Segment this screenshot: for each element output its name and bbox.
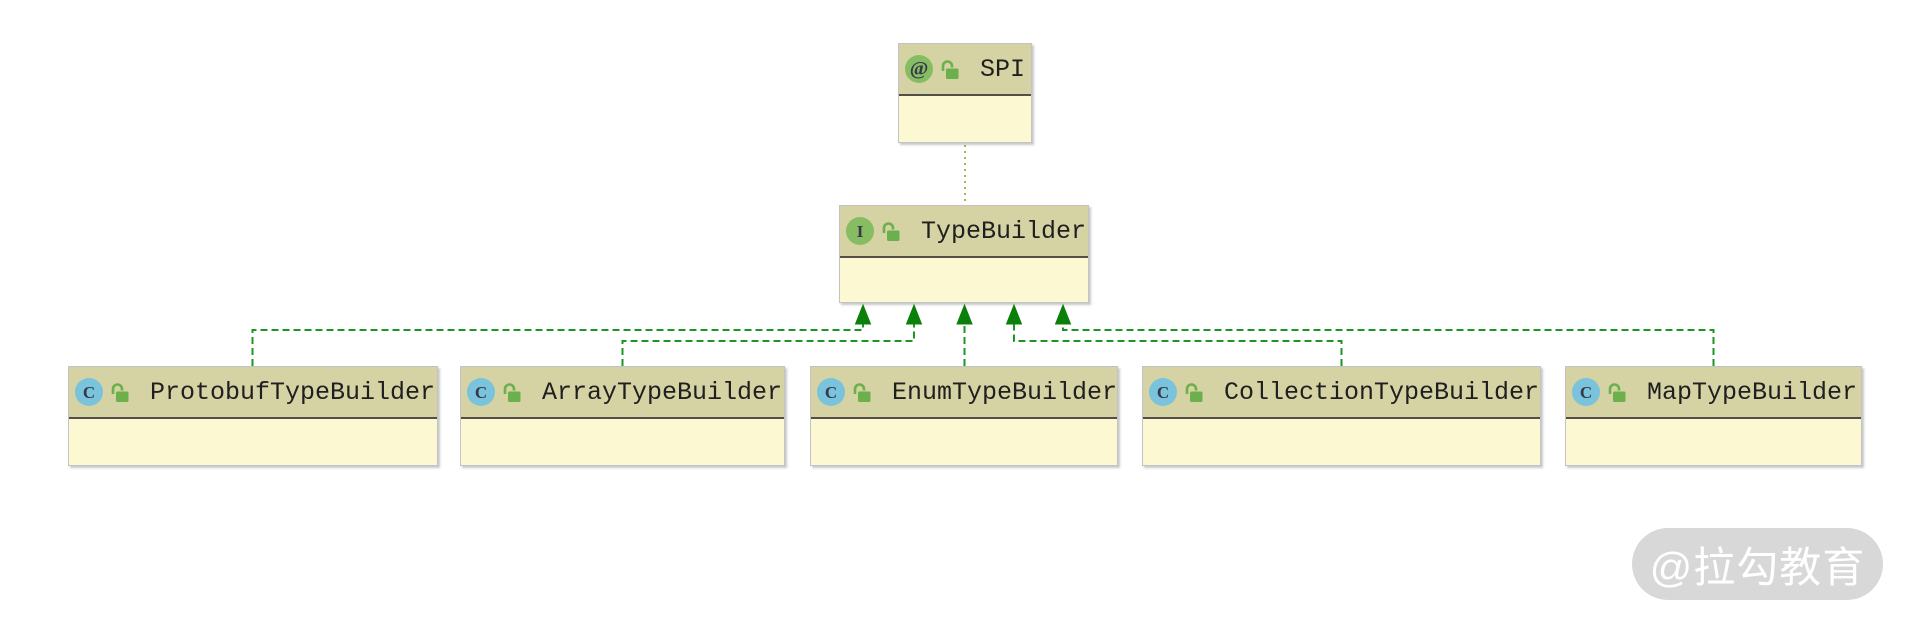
node-title: TypeBuilder [921, 216, 1087, 246]
node-title: EnumTypeBuilder [892, 377, 1118, 407]
class-icon: C [817, 378, 845, 406]
interface-icon: I [846, 217, 874, 245]
arrowhead-icon [854, 303, 872, 325]
class-icon: C [1572, 378, 1600, 406]
badge-letter: C [824, 382, 838, 402]
public-unlock-icon [110, 381, 130, 403]
badge-letter: C [1579, 382, 1593, 402]
public-unlock-icon [940, 58, 960, 80]
node-header: I TypeBuilder [840, 206, 1088, 258]
class-icon: C [1149, 378, 1177, 406]
node-header: C ProtobufTypeBuilder [69, 367, 437, 419]
uml-node-maptypebuilder[interactable]: C MapTypeBuilder [1565, 366, 1862, 466]
node-header: @ SPI [899, 44, 1031, 96]
uml-node-enumtypebuilder[interactable]: C EnumTypeBuilder [810, 366, 1118, 466]
edge-protobuf-implements [251, 308, 864, 366]
public-unlock-icon [1184, 381, 1204, 403]
uml-node-protobuftypebuilder[interactable]: C ProtobufTypeBuilder [68, 366, 438, 466]
node-header: C CollectionTypeBuilder [1143, 367, 1540, 419]
uml-node-arraytypebuilder[interactable]: C ArrayTypeBuilder [460, 366, 785, 466]
arrowhead-icon [956, 303, 973, 325]
uml-node-collectiontypebuilder[interactable]: C CollectionTypeBuilder [1142, 366, 1541, 466]
class-icon: C [75, 378, 103, 406]
uml-node-typebuilder[interactable]: I TypeBuilder [839, 205, 1089, 303]
annotation-icon: @ [905, 55, 933, 83]
node-members-section [1566, 419, 1861, 465]
badge-letter: I [856, 221, 864, 241]
node-title: CollectionTypeBuilder [1224, 377, 1540, 407]
badge-letter: C [474, 382, 488, 402]
edge-map-implements [1062, 308, 1715, 366]
node-title: SPI [980, 54, 1026, 84]
node-members-section [461, 419, 784, 465]
badge-letter: C [82, 382, 96, 402]
watermark-label: @拉勾教育 [1649, 543, 1866, 591]
node-members-section [899, 96, 1031, 142]
node-header: C EnumTypeBuilder [811, 367, 1117, 419]
watermark-badge: @拉勾教育 [1632, 528, 1883, 600]
badge-letter: C [1156, 382, 1170, 402]
public-unlock-icon [852, 381, 872, 403]
node-members-section [840, 258, 1088, 302]
public-unlock-icon [881, 220, 901, 242]
node-members-section [811, 419, 1117, 465]
node-members-section [69, 419, 437, 465]
public-unlock-icon [1607, 381, 1627, 403]
node-members-section [1143, 419, 1540, 465]
public-unlock-icon [502, 381, 522, 403]
node-title: ArrayTypeBuilder [542, 377, 783, 407]
class-icon: C [467, 378, 495, 406]
arrowhead-icon [1054, 303, 1072, 325]
node-title: ProtobufTypeBuilder [150, 377, 436, 407]
node-title: MapTypeBuilder [1647, 377, 1858, 407]
arrowhead-icon [1005, 303, 1023, 325]
node-header: C ArrayTypeBuilder [461, 367, 784, 419]
edge-array-implements [621, 308, 915, 366]
arrowhead-icon [905, 303, 923, 325]
node-header: C MapTypeBuilder [1566, 367, 1861, 419]
uml-node-spi[interactable]: @ SPI [898, 43, 1032, 143]
badge-letter: @ [909, 58, 929, 80]
